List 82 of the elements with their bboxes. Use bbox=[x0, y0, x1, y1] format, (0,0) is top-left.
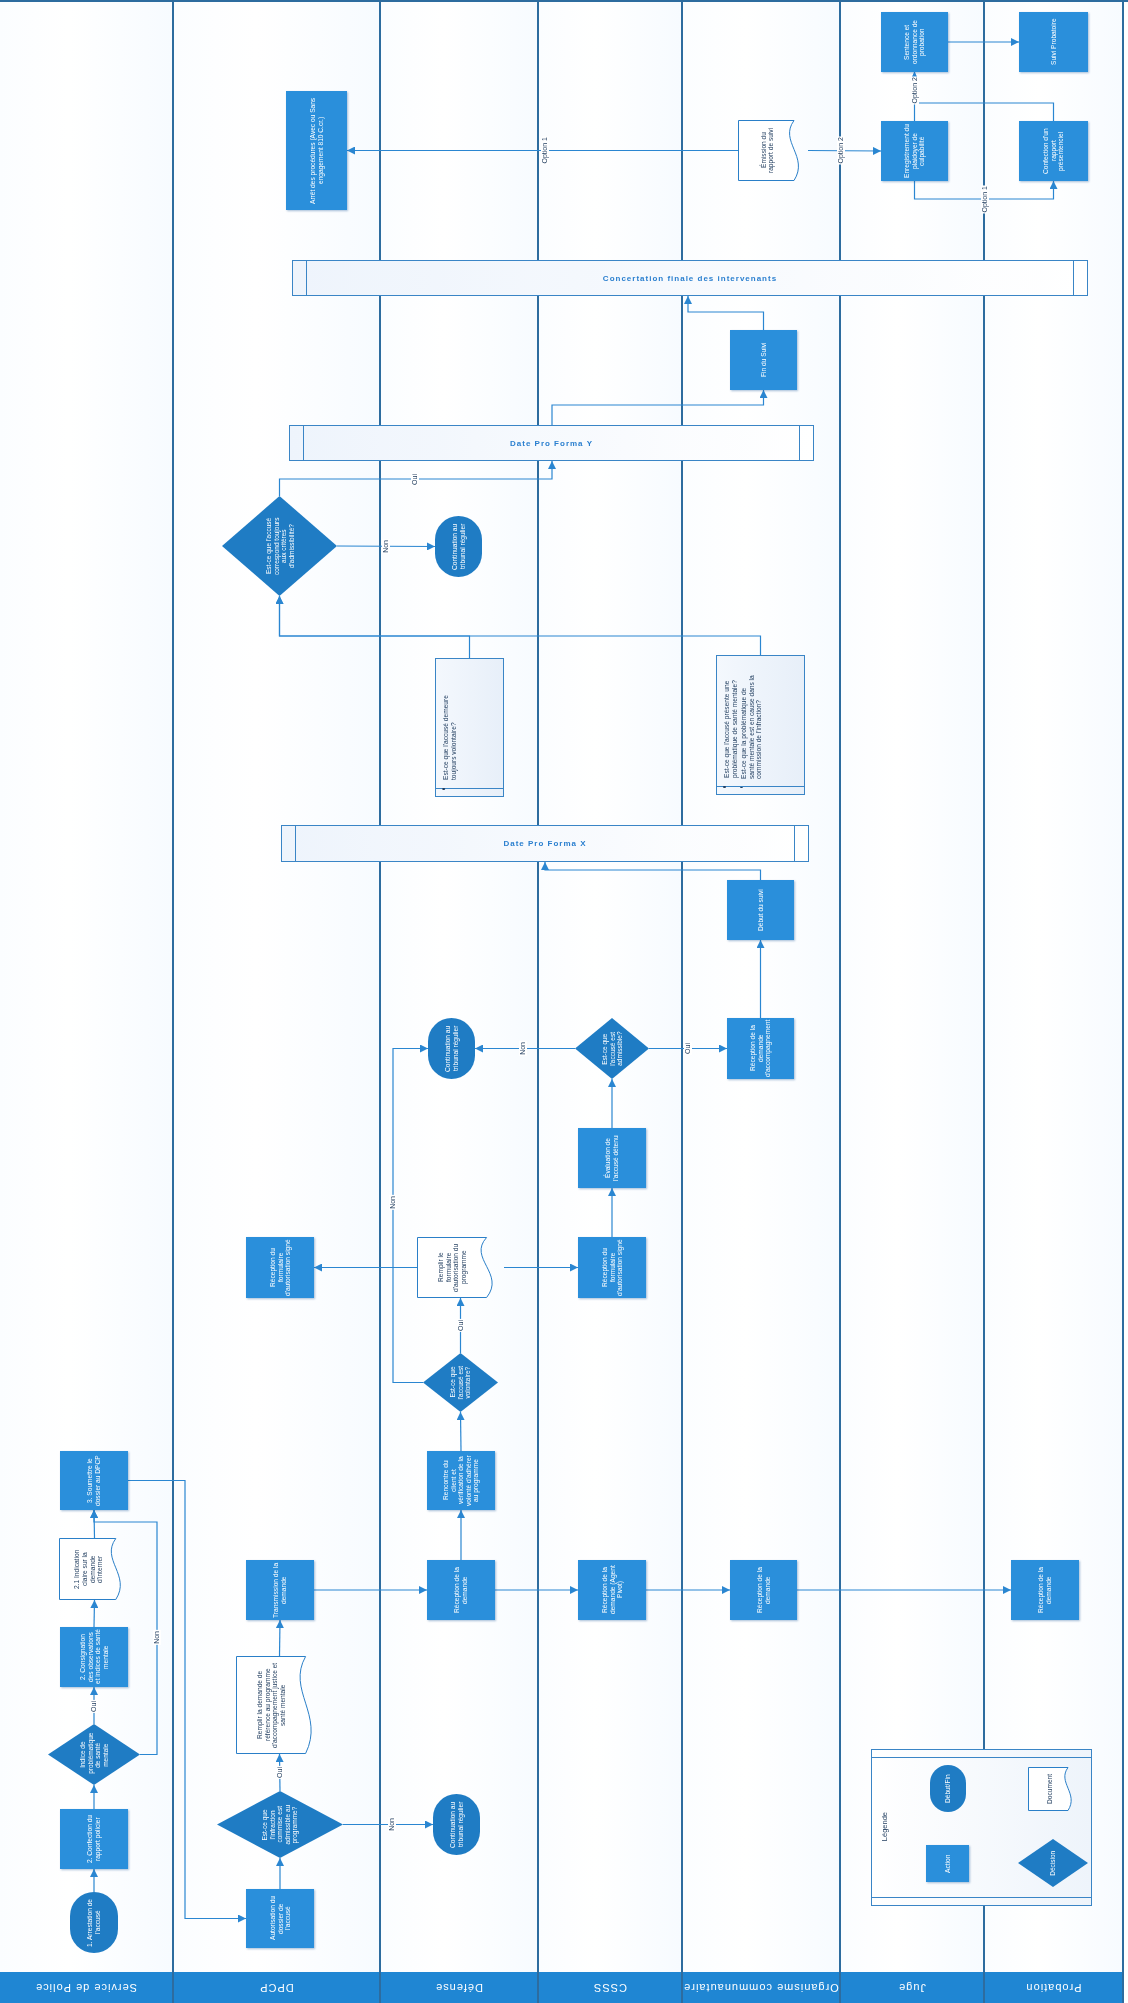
process-box bbox=[926, 1845, 969, 1882]
swimlane bbox=[0, 2, 174, 2003]
lane-header: DPCP bbox=[174, 1972, 379, 2003]
flow-arrow bbox=[947, 38, 1020, 46]
process-box bbox=[730, 330, 797, 390]
milestone-label: Concertation finale des intervenants bbox=[602, 273, 778, 283]
flow-arrow bbox=[313, 1263, 418, 1272]
flow-arrow bbox=[648, 1044, 728, 1053]
start-end-terminator bbox=[428, 1018, 475, 1079]
process-box bbox=[60, 1809, 128, 1869]
flow-arrow bbox=[456, 1411, 465, 1452]
process-box bbox=[427, 1451, 495, 1510]
milestone-bar bbox=[289, 425, 814, 461]
flow-arrow bbox=[90, 1509, 158, 1756]
flow-arrow bbox=[541, 861, 762, 881]
decision-diamond bbox=[48, 1724, 140, 1785]
flow-arrow bbox=[807, 146, 882, 155]
flow-arrow bbox=[342, 1820, 434, 1829]
flow-arrow bbox=[457, 1509, 465, 1561]
flow-arrow bbox=[90, 1686, 98, 1725]
swimlane bbox=[174, 2, 381, 2003]
milestone-bar bbox=[292, 260, 1088, 296]
lane-header: Organisme communautaire bbox=[683, 1972, 839, 2003]
lane-header: Probation bbox=[985, 1972, 1122, 2003]
flow-arrow bbox=[608, 1078, 616, 1129]
flow-arrow bbox=[275, 595, 762, 656]
flow-arrow bbox=[90, 1599, 99, 1628]
process-box bbox=[60, 1627, 128, 1687]
process-box bbox=[1019, 12, 1088, 72]
flow-arrow bbox=[913, 180, 1058, 200]
flow-arrow bbox=[645, 1586, 731, 1594]
start-end-terminator bbox=[70, 1892, 118, 1953]
process-box bbox=[727, 880, 794, 940]
process-box bbox=[427, 1560, 495, 1620]
flow-arrow bbox=[278, 460, 556, 497]
flow-arrow bbox=[336, 542, 436, 551]
lane-header: Service de Police bbox=[0, 1972, 172, 2003]
process-box bbox=[1019, 121, 1088, 181]
process-box bbox=[246, 1889, 314, 1948]
flow-arrow bbox=[796, 1586, 1012, 1594]
process-box bbox=[578, 1237, 646, 1298]
flow-arrow bbox=[90, 1868, 98, 1893]
process-box bbox=[578, 1128, 646, 1188]
decision-diamond bbox=[222, 496, 337, 596]
decision-diamond bbox=[423, 1353, 498, 1412]
note-box bbox=[435, 658, 504, 797]
start-end-terminator bbox=[433, 1794, 480, 1855]
flow-arrow bbox=[392, 1044, 429, 1384]
lane-header: CSSS bbox=[539, 1972, 681, 2003]
flow-arrow bbox=[346, 146, 739, 155]
lane-header: Juge bbox=[841, 1972, 983, 2003]
process-box bbox=[246, 1237, 314, 1298]
process-box bbox=[730, 1560, 797, 1620]
decision-diamond bbox=[575, 1018, 649, 1079]
flow-arrow bbox=[313, 1586, 428, 1594]
lane-header: Défense bbox=[381, 1972, 537, 2003]
flow-arrow bbox=[275, 1619, 284, 1657]
milestone-bar bbox=[281, 825, 809, 862]
flow-arrow bbox=[276, 1857, 284, 1890]
flow-arrow bbox=[608, 1187, 616, 1238]
flow-arrow bbox=[551, 389, 768, 426]
note-box bbox=[716, 655, 805, 795]
process-box bbox=[1011, 1560, 1079, 1620]
milestone-label: Date Pro Forma X bbox=[503, 839, 587, 848]
flow-arrow bbox=[90, 1784, 98, 1810]
decision-diamond bbox=[1018, 1839, 1088, 1887]
flow-arrow bbox=[127, 1479, 247, 1923]
process-box bbox=[727, 1018, 794, 1079]
flow-arrow bbox=[684, 295, 765, 331]
flow-arrow bbox=[494, 1586, 579, 1594]
process-box bbox=[286, 91, 347, 210]
flow-arrow bbox=[756, 939, 765, 1019]
decision-diamond bbox=[217, 1791, 343, 1858]
milestone-label: Date Pro Forma Y bbox=[510, 438, 593, 448]
process-box bbox=[578, 1560, 646, 1620]
start-end-terminator bbox=[435, 516, 482, 577]
process-box bbox=[60, 1451, 128, 1510]
process-box bbox=[881, 12, 948, 72]
flow-arrow bbox=[503, 1263, 579, 1272]
process-box bbox=[881, 121, 948, 181]
process-box bbox=[246, 1560, 314, 1620]
flow-arrow bbox=[474, 1044, 576, 1053]
